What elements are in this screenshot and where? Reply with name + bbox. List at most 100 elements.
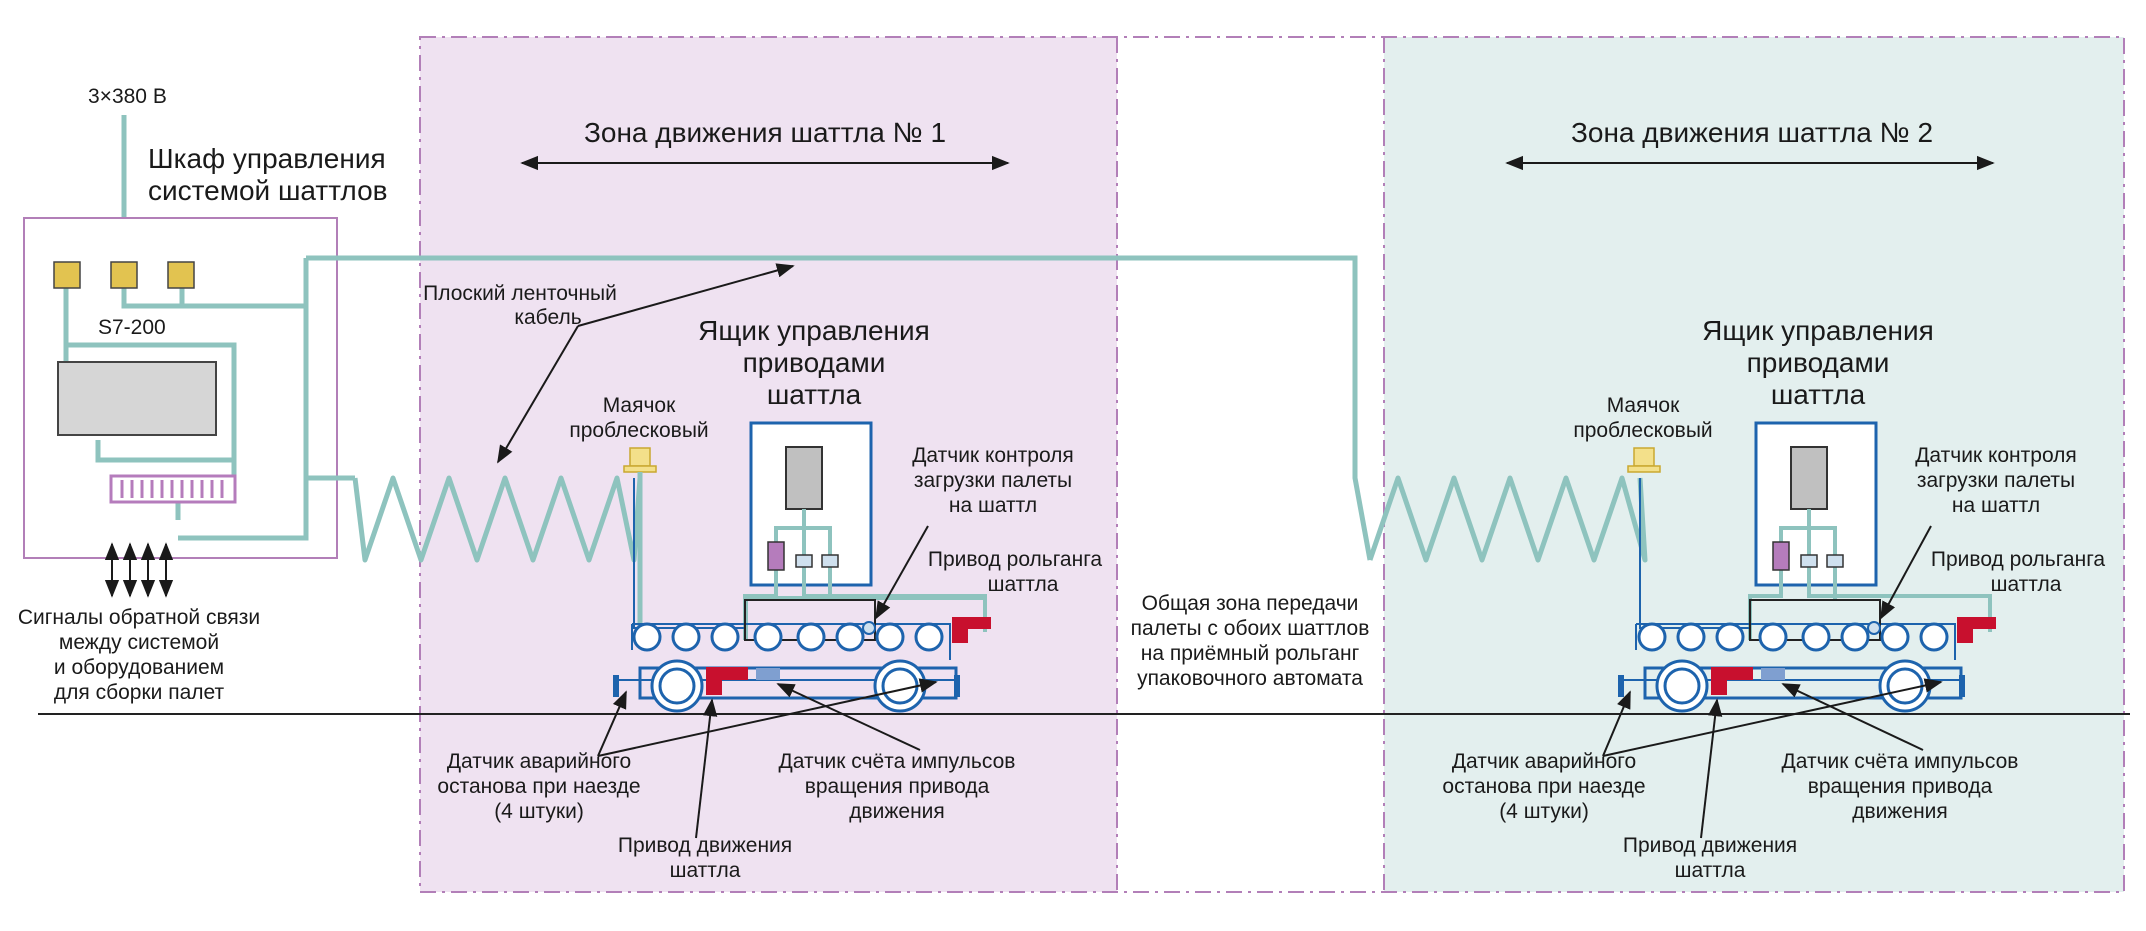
- bumper-2-left: [1618, 675, 1624, 697]
- beacon-1-label-2: проблесковый: [569, 419, 708, 442]
- emergency-1-label-1: Датчик аварийного: [447, 750, 631, 773]
- roller-drive-2-label-1: Привод рольганга: [1931, 548, 2105, 571]
- beacon-2: [1627, 447, 1661, 473]
- zone-1-title: Зона движения шаттла № 1: [584, 117, 946, 148]
- pulse-sensor-1-label-1: Датчик счёта импульсов: [779, 750, 1016, 773]
- pulse-sensor-1-label-3: движения: [849, 800, 945, 823]
- emergency-2-label-2: останова при наезде: [1442, 775, 1645, 798]
- feedback-label-1: Сигналы обратной связи: [18, 606, 260, 629]
- frequency-drive-1: [785, 446, 823, 510]
- flat-cable-label-1: Плоский ленточный: [423, 282, 617, 305]
- roller-drive-1-label-2: шаттла: [988, 573, 1059, 596]
- feedback-arrows: [104, 542, 174, 598]
- motion-drive-2: [1711, 667, 1753, 695]
- beacon-2-frame: [1639, 478, 1750, 629]
- terminal-block: [109, 474, 237, 504]
- pulse-sensor-2-label-1: Датчик счёта импульсов: [1782, 750, 2019, 773]
- roller-drive-1-label-1: Привод рольганга: [928, 548, 1102, 571]
- roller-drive-1: [952, 617, 991, 643]
- zone-borders: [419, 36, 2125, 893]
- bumper-1-left: [613, 675, 619, 697]
- emergency-1-label-2: останова при наезде: [437, 775, 640, 798]
- control-box-2-label-3: шаттла: [1771, 379, 1866, 410]
- feedback-label-2: между системой: [59, 631, 219, 654]
- feedback-label-4: для сборки палет: [54, 681, 225, 704]
- shuttle-2: Ящик управления приводами шаттла Маячок …: [1442, 315, 2105, 882]
- motion-drive-1: [706, 667, 748, 695]
- pulse-sensor-1: [756, 668, 780, 680]
- emergency-1-label-3: (4 штуки): [494, 800, 584, 823]
- emergency-2-label-3: (4 штуки): [1499, 800, 1589, 823]
- load-sensor-1-label-3: на шаттл: [949, 494, 1037, 517]
- load-sensor-2-label-1: Датчик контроля: [1915, 444, 2077, 467]
- breaker-2: [110, 261, 138, 289]
- load-sensor-2: [1867, 621, 1881, 635]
- breaker-1: [53, 261, 81, 289]
- beacon-2-label-2: проблесковый: [1573, 419, 1712, 442]
- motion-drive-1-label-1: Привод движения: [618, 834, 792, 857]
- shuttle-1-wheels: [650, 659, 927, 713]
- flat-cable-arrow-up: [577, 263, 795, 327]
- coiled-cable-2: [1367, 475, 1648, 563]
- contactor-2b: [1826, 554, 1844, 568]
- relay-1: [767, 541, 785, 571]
- roller-drive-2-label-2: шаттла: [1991, 573, 2062, 596]
- control-box-1-label-2: приводами: [743, 347, 886, 378]
- load-sensor-1-label-2: загрузки палеты: [914, 469, 1072, 492]
- control-box-2-label-2: приводами: [1747, 347, 1890, 378]
- zone-2-title: Зона движения шаттла № 2: [1571, 117, 1933, 148]
- roller-drive-2: [1957, 617, 1996, 643]
- frequency-drive-2: [1790, 446, 1828, 510]
- shuttle-1-frame: [631, 623, 951, 660]
- contactor-2a: [1800, 554, 1818, 568]
- zone-2-area: [1384, 37, 2124, 892]
- plc-s7-200: [57, 361, 217, 436]
- power-label: 3×380 В: [88, 85, 167, 108]
- feedback-label-3: и оборудованием: [54, 656, 224, 679]
- flat-cable-label-2: кабель: [514, 306, 581, 329]
- beacon-1-label-1: Маячок: [603, 394, 676, 417]
- shuttle-1-rollers: [632, 622, 944, 652]
- bumper-2-right: [1959, 675, 1965, 697]
- cabinet-title-line-1: Шкаф управления: [148, 143, 386, 174]
- beacon-2-label-1: Маячок: [1607, 394, 1680, 417]
- pulse-sensor-2-label-3: движения: [1852, 800, 1948, 823]
- motion-drive-1-label-2: шаттла: [670, 859, 741, 882]
- relay-2: [1772, 541, 1790, 571]
- control-box-1-label-1: Ящик управления: [698, 315, 930, 346]
- control-box-2-label-1: Ящик управления: [1702, 315, 1934, 346]
- contactor-1b: [821, 554, 839, 568]
- transfer-zone-label-1: Общая зона передачи: [1142, 592, 1359, 615]
- motion-drive-2-label-1: Привод движения: [1623, 834, 1797, 857]
- shuttle-1: Ящик управления приводами шаттла Маячок …: [437, 315, 1102, 882]
- pulse-sensor-2-label-2: вращения привода: [1808, 775, 1993, 798]
- load-sensor-1-label-1: Датчик контроля: [912, 444, 1074, 467]
- shuttle-2-rollers: [1637, 622, 1949, 652]
- shuttle-2-leaders: [1602, 525, 1943, 839]
- load-sensor-2-label-3: на шаттл: [1952, 494, 2040, 517]
- transfer-zone-area: [1117, 37, 1384, 892]
- emergency-2-label-1: Датчик аварийного: [1452, 750, 1636, 773]
- beacon-1-frame: [633, 478, 746, 629]
- transfer-zone-label-2: палеты с обоих шаттлов: [1131, 617, 1370, 640]
- shuttle-1-leaders: [597, 525, 938, 839]
- control-box-1-label-3: шаттла: [767, 379, 862, 410]
- transfer-zone-label-3: на приёмный рольганг: [1141, 642, 1360, 665]
- breaker-3: [167, 261, 195, 289]
- transfer-zone-label-4: упаковочного автомата: [1137, 667, 1363, 690]
- coiled-cable-1: [352, 475, 643, 563]
- load-sensor-2-label-2: загрузки палеты: [1917, 469, 2075, 492]
- pulse-sensor-2: [1761, 668, 1785, 680]
- cabinet-title-line-2: системой шаттлов: [148, 175, 388, 206]
- pulse-sensor-1-label-2: вращения привода: [805, 775, 990, 798]
- load-sensor-1: [862, 621, 876, 635]
- shuttle-2-frame: [1635, 623, 1956, 660]
- contactor-1a: [795, 554, 813, 568]
- flat-cable-arrow-down: [497, 325, 579, 464]
- plc-label: S7-200: [98, 316, 166, 339]
- motion-drive-2-label-2: шаттла: [1675, 859, 1746, 882]
- bumper-1-right: [954, 675, 960, 697]
- beacon-1: [623, 447, 657, 473]
